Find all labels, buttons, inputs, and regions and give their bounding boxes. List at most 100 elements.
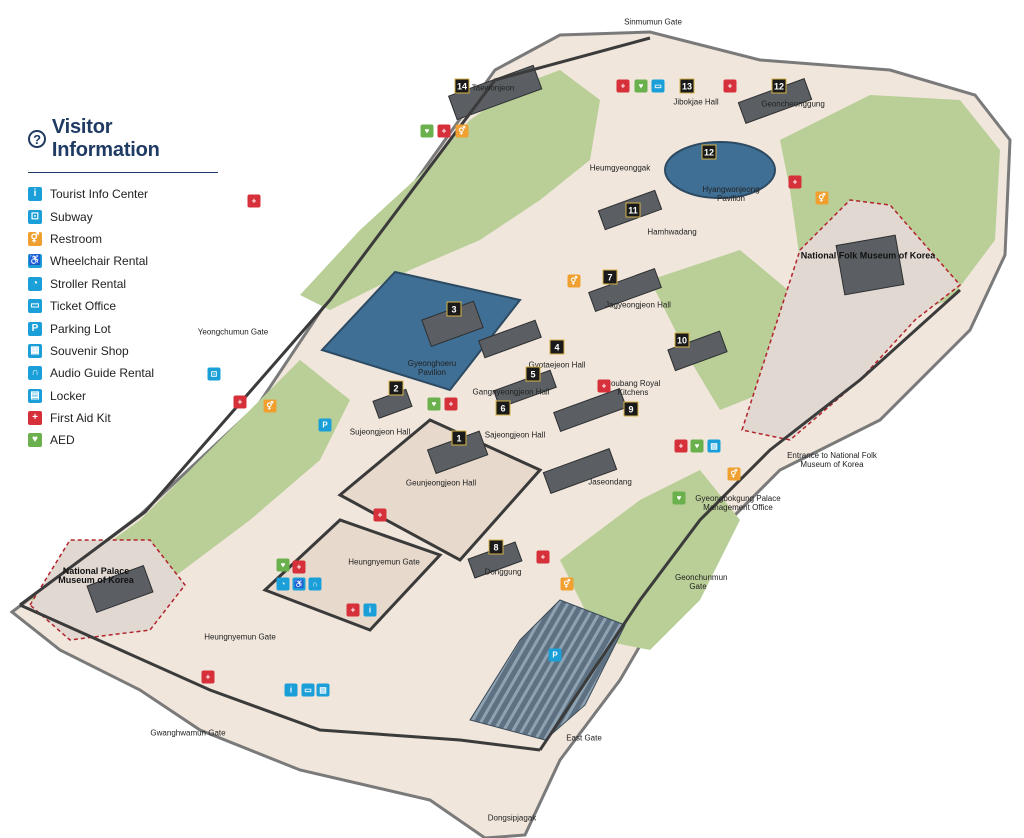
label-sujeongjeon[interactable]: Sujeongjeon Hall	[349, 427, 411, 437]
label-dongsipjagak[interactable]: Dongsipjagak	[487, 813, 537, 823]
stroller-icon[interactable]: ◔	[276, 577, 290, 591]
south-wall	[19, 603, 541, 752]
marker-14[interactable]: 14	[454, 78, 470, 94]
locker-icon[interactable]: ▤	[316, 683, 330, 697]
restroom-icon[interactable]: ⚥	[815, 191, 829, 205]
legend-item-label: Stroller Rental	[50, 276, 127, 291]
restroom-icon[interactable]: ⚥	[263, 399, 277, 413]
legend-title: ? Visitor Information	[28, 116, 224, 162]
label-sinmumun-gate[interactable]: Sinmumun Gate	[624, 17, 682, 27]
label-national-folk-museum[interactable]: National Folk Museum of Korea	[800, 250, 936, 261]
first-aid-icon[interactable]: +	[201, 670, 215, 684]
label-gyeonghoeru[interactable]: Gyeonghoeru Pavilion	[407, 359, 457, 377]
legend-item: ♿Wheelchair Rental	[28, 250, 224, 272]
first-aid-icon[interactable]: +	[233, 395, 247, 409]
marker-6[interactable]: 6	[495, 400, 511, 416]
restroom-icon[interactable]: ⚥	[727, 467, 741, 481]
info-icon[interactable]: i	[284, 683, 298, 697]
first-aid-icon[interactable]: +	[536, 550, 550, 564]
marker-1[interactable]: 1	[451, 430, 467, 446]
marker-9[interactable]: 9	[623, 401, 639, 417]
label-sajeongjeon[interactable]: Sajeongjeon Hall	[484, 430, 546, 440]
legend-item-label: Locker	[50, 388, 87, 403]
label-jaseondang[interactable]: Jaseondang	[588, 477, 632, 487]
ticket-icon[interactable]: ▭	[301, 683, 315, 697]
wheelchair-icon[interactable]: ♿	[292, 577, 306, 591]
stroller-icon: ◔	[28, 276, 42, 291]
restroom-icon[interactable]: ⚥	[560, 577, 574, 591]
marker-5[interactable]: 5	[525, 366, 541, 382]
label-jibokjae[interactable]: Jibokjae Hall	[673, 97, 719, 107]
label-yeongchumun-gate[interactable]: Yeongchumun Gate	[197, 327, 269, 337]
audio-guide-icon[interactable]: ∩	[308, 577, 322, 591]
label-east-gate[interactable]: East Gate	[566, 733, 602, 743]
marker-13[interactable]: 13	[679, 78, 695, 94]
parking-icon[interactable]: P	[548, 648, 562, 662]
first-aid-icon[interactable]: +	[788, 175, 802, 189]
label-gwanghwamun-gate[interactable]: Gwanghwamun Gate	[150, 728, 226, 738]
first-aid-icon[interactable]: +	[616, 79, 630, 93]
aed-icon[interactable]: ♥	[690, 439, 704, 453]
marker-11[interactable]: 11	[625, 202, 641, 218]
legend-item: ⊡Subway	[28, 205, 224, 227]
hyangwonji-pond	[664, 141, 776, 199]
legend-item-label: Souvenir Shop	[50, 343, 129, 358]
label-gyotaejeon[interactable]: Gyotaejeon Hall	[528, 360, 586, 370]
marker-7[interactable]: 7	[602, 269, 618, 285]
first-aid-icon[interactable]: +	[437, 124, 451, 138]
legend-item: ∩Audio Guide Rental	[28, 362, 224, 384]
main-axis-courtyard	[262, 518, 443, 632]
first-aid-icon[interactable]: +	[292, 560, 306, 574]
label-management-office[interactable]: Gyeongbokgung Palace Management Office	[695, 494, 781, 512]
label-geonchunmun-gate[interactable]: Geonchunmun Gate	[675, 573, 728, 591]
marker-8[interactable]: 8	[488, 539, 504, 555]
marker-2[interactable]: 2	[388, 380, 404, 396]
aed-icon: ♥	[28, 433, 42, 448]
aed-icon[interactable]: ♥	[672, 491, 686, 505]
label-hyangwonjeong[interactable]: Hyangwonjeong Pavilion	[702, 185, 760, 203]
subway-icon[interactable]: ⊡	[207, 367, 221, 381]
info-icon[interactable]: i	[363, 603, 377, 617]
legend-item: ▦Souvenir Shop	[28, 340, 224, 362]
ticket-icon: ▭	[28, 299, 42, 314]
parking-icon[interactable]: P	[318, 418, 332, 432]
marker-4[interactable]: 4	[549, 339, 565, 355]
first-aid-icon[interactable]: +	[444, 397, 458, 411]
label-heungnyemun-gate-inner[interactable]: Heungnyemun Gate	[348, 557, 420, 567]
label-taewonjeon[interactable]: Taewonjeon	[471, 83, 515, 93]
first-aid-icon[interactable]: +	[723, 79, 737, 93]
label-geunjeongjeon[interactable]: Geunjeongjeon Hall	[405, 478, 477, 488]
label-geoncheonggung[interactable]: Geoncheonggung	[761, 99, 825, 109]
marker-10[interactable]: 10	[674, 332, 690, 348]
label-heungnyemun-gate[interactable]: Heungnyemun Gate	[204, 632, 276, 642]
label-folk-entrance[interactable]: Entrance to National Folk Museum of Kore…	[787, 451, 877, 469]
aed-icon[interactable]: ♥	[427, 397, 441, 411]
marker-12-pond[interactable]: 12	[701, 144, 717, 160]
label-hamhwadang[interactable]: Hamhwadang	[647, 227, 697, 237]
marker-3[interactable]: 3	[446, 301, 462, 317]
marker-12-north[interactable]: 12	[771, 78, 787, 94]
label-national-palace-museum[interactable]: National Palace Museum of Korea	[58, 566, 134, 585]
label-gangnyeongjeon[interactable]: Gangnyeongjeon Hall	[472, 387, 550, 397]
first-aid-icon[interactable]: +	[674, 439, 688, 453]
label-soubang[interactable]: Soubang Royal Kitchens	[605, 379, 661, 397]
legend-item-label: Audio Guide Rental	[50, 366, 155, 381]
label-donggung[interactable]: Donggung	[484, 567, 522, 577]
first-aid-icon[interactable]: +	[597, 379, 611, 393]
first-aid-icon[interactable]: +	[346, 603, 360, 617]
restroom-icon[interactable]: ⚥	[455, 124, 469, 138]
restroom-icon[interactable]: ⚥	[567, 274, 581, 288]
aed-icon[interactable]: ♥	[634, 79, 648, 93]
aed-icon[interactable]: ♥	[420, 124, 434, 138]
locker-icon[interactable]: ▤	[707, 439, 721, 453]
wheelchair-icon: ♿	[28, 254, 42, 269]
label-heumgyeonggak[interactable]: Heumgyeonggak	[589, 163, 651, 173]
ticket-icon[interactable]: ▭	[651, 79, 665, 93]
first-aid-icon[interactable]: +	[373, 508, 387, 522]
first-aid-icon[interactable]: +	[247, 194, 261, 208]
legend-item: ▤Locker	[28, 385, 224, 407]
label-jagyeongjeon[interactable]: Jagyeongjeon Hall	[605, 300, 671, 310]
aed-icon[interactable]: ♥	[276, 558, 290, 572]
